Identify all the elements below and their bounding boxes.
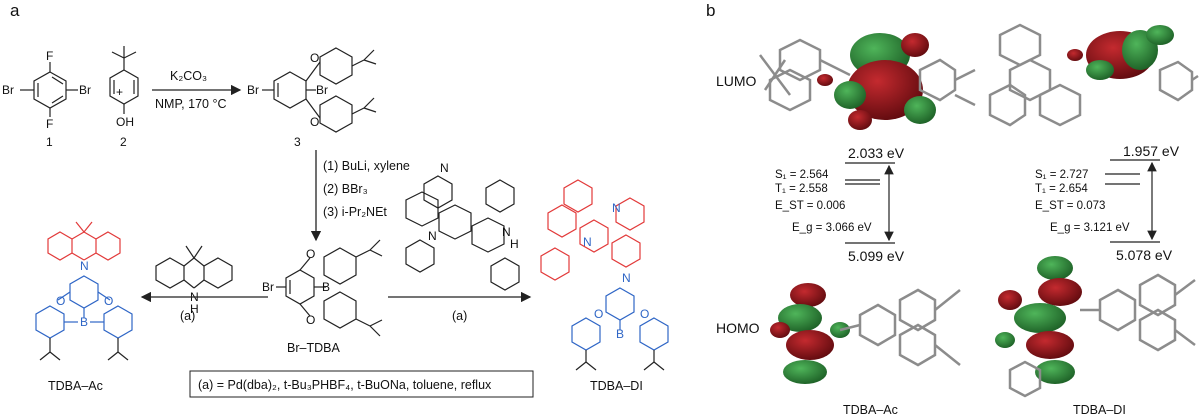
step2-line2: (2) BBr₃ bbox=[323, 182, 368, 196]
acridan: N H bbox=[155, 245, 233, 316]
lumo-label: LUMO bbox=[716, 73, 757, 89]
atom-o: O bbox=[306, 247, 315, 261]
atom-o: O bbox=[594, 307, 603, 321]
ac-s1: S₁ = 2.564 bbox=[775, 169, 829, 181]
di-eg: E_g = 3.121 eV bbox=[1050, 222, 1130, 234]
compound-number: 2 bbox=[120, 135, 127, 149]
atom-br: Br bbox=[79, 83, 91, 97]
ac-orbital-name: TDBA–Ac bbox=[843, 403, 898, 417]
atom-n: N bbox=[622, 271, 631, 285]
step1-conditions: NMP, 170 °C bbox=[155, 97, 226, 111]
atom-o: O bbox=[306, 313, 315, 327]
atom-br: Br bbox=[262, 280, 274, 294]
orbital-render-di-homo bbox=[995, 256, 1196, 398]
di-orbital-name: TDBA–DI bbox=[1073, 403, 1126, 417]
atom-o: O bbox=[56, 294, 65, 308]
atom-n: N bbox=[428, 229, 437, 243]
compound-number: 3 bbox=[294, 135, 301, 149]
compound-br-tdba: Br B O O Br–TDBA bbox=[262, 239, 383, 355]
atom-n: N bbox=[612, 201, 621, 215]
plus-sign: + bbox=[116, 85, 123, 99]
energy-diagram-di: 1.957 eV 5.078 eV S₁ = 2.727 T₁ = 2.654 … bbox=[1035, 143, 1180, 263]
compound-tdba-ac: N B O O TDBA–Ac bbox=[35, 221, 133, 393]
orbital-render-ac-lumo bbox=[759, 33, 976, 130]
orbital-render-di-lumo bbox=[988, 23, 1199, 127]
step-left-label: (a) bbox=[180, 309, 195, 323]
atom-h: H bbox=[510, 237, 519, 251]
atom-f: F bbox=[46, 49, 53, 63]
atom-n: N bbox=[440, 161, 449, 175]
atom-o: O bbox=[104, 294, 113, 308]
atom-o: O bbox=[310, 51, 319, 65]
atom-b: B bbox=[322, 280, 330, 294]
compound-3: Br Br O O 3 bbox=[247, 47, 377, 149]
indolocarbazole: N N N H bbox=[405, 161, 520, 291]
di-t1: T₁ = 2.654 bbox=[1035, 183, 1088, 195]
atom-n: N bbox=[583, 235, 592, 249]
step-right-label: (a) bbox=[452, 309, 467, 323]
orbital-render-ac-homo bbox=[770, 283, 961, 384]
homo-label: HOMO bbox=[716, 320, 760, 336]
atom-o: O bbox=[640, 307, 649, 321]
panel-label-a: a bbox=[10, 1, 20, 20]
atom-b: B bbox=[616, 327, 624, 341]
di-s1: S₁ = 2.727 bbox=[1035, 169, 1088, 181]
ac-est: E_ST = 0.006 bbox=[775, 200, 845, 212]
step2-line1: (1) BuLi, xylene bbox=[323, 159, 410, 173]
step1-reagent: K₂CO₃ bbox=[170, 69, 207, 83]
atom-br: Br bbox=[2, 83, 14, 97]
step2-line3: (3) i-Pr₂NEt bbox=[323, 205, 387, 219]
atom-br: Br bbox=[247, 83, 259, 97]
energy-diagram-ac: 2.033 eV 5.099 eV S₁ = 2.564 T₁ = 2.558 … bbox=[775, 145, 905, 264]
ac-lumo-energy: 2.033 eV bbox=[848, 145, 905, 161]
compound-name: TDBA–DI bbox=[590, 379, 643, 393]
ac-homo-energy: 5.099 eV bbox=[848, 248, 905, 264]
di-homo-energy: 5.078 eV bbox=[1116, 247, 1173, 263]
atom-n: N bbox=[502, 225, 511, 239]
atom-o: O bbox=[310, 115, 319, 129]
compound-name: Br–TDBA bbox=[287, 341, 340, 355]
atom-h: H bbox=[190, 302, 199, 316]
di-est: E_ST = 0.073 bbox=[1035, 200, 1105, 212]
di-lumo-energy: 1.957 eV bbox=[1123, 143, 1180, 159]
compound-1: F F Br Br 1 bbox=[2, 49, 91, 149]
atom-b: B bbox=[80, 315, 88, 329]
atom-f: F bbox=[46, 117, 53, 131]
ac-t1: T₁ = 2.558 bbox=[775, 183, 828, 195]
compound-tdba-di: N N N B O O TDBA–DI bbox=[540, 179, 669, 393]
atom-oh: OH bbox=[116, 115, 134, 129]
compound-2: OH 2 bbox=[109, 46, 139, 149]
atom-n: N bbox=[80, 259, 89, 273]
footnote-box bbox=[189, 370, 534, 398]
footnote-conditions: (a) = Pd(dba)₂, t-Bu₃PHBF₄, t-BuONa, tol… bbox=[198, 378, 492, 392]
ac-eg: E_g = 3.066 eV bbox=[792, 222, 872, 234]
panel-label-b: b bbox=[706, 1, 715, 20]
compound-name: TDBA–Ac bbox=[48, 379, 103, 393]
compound-number: 1 bbox=[46, 135, 53, 149]
atom-br: Br bbox=[316, 83, 328, 97]
